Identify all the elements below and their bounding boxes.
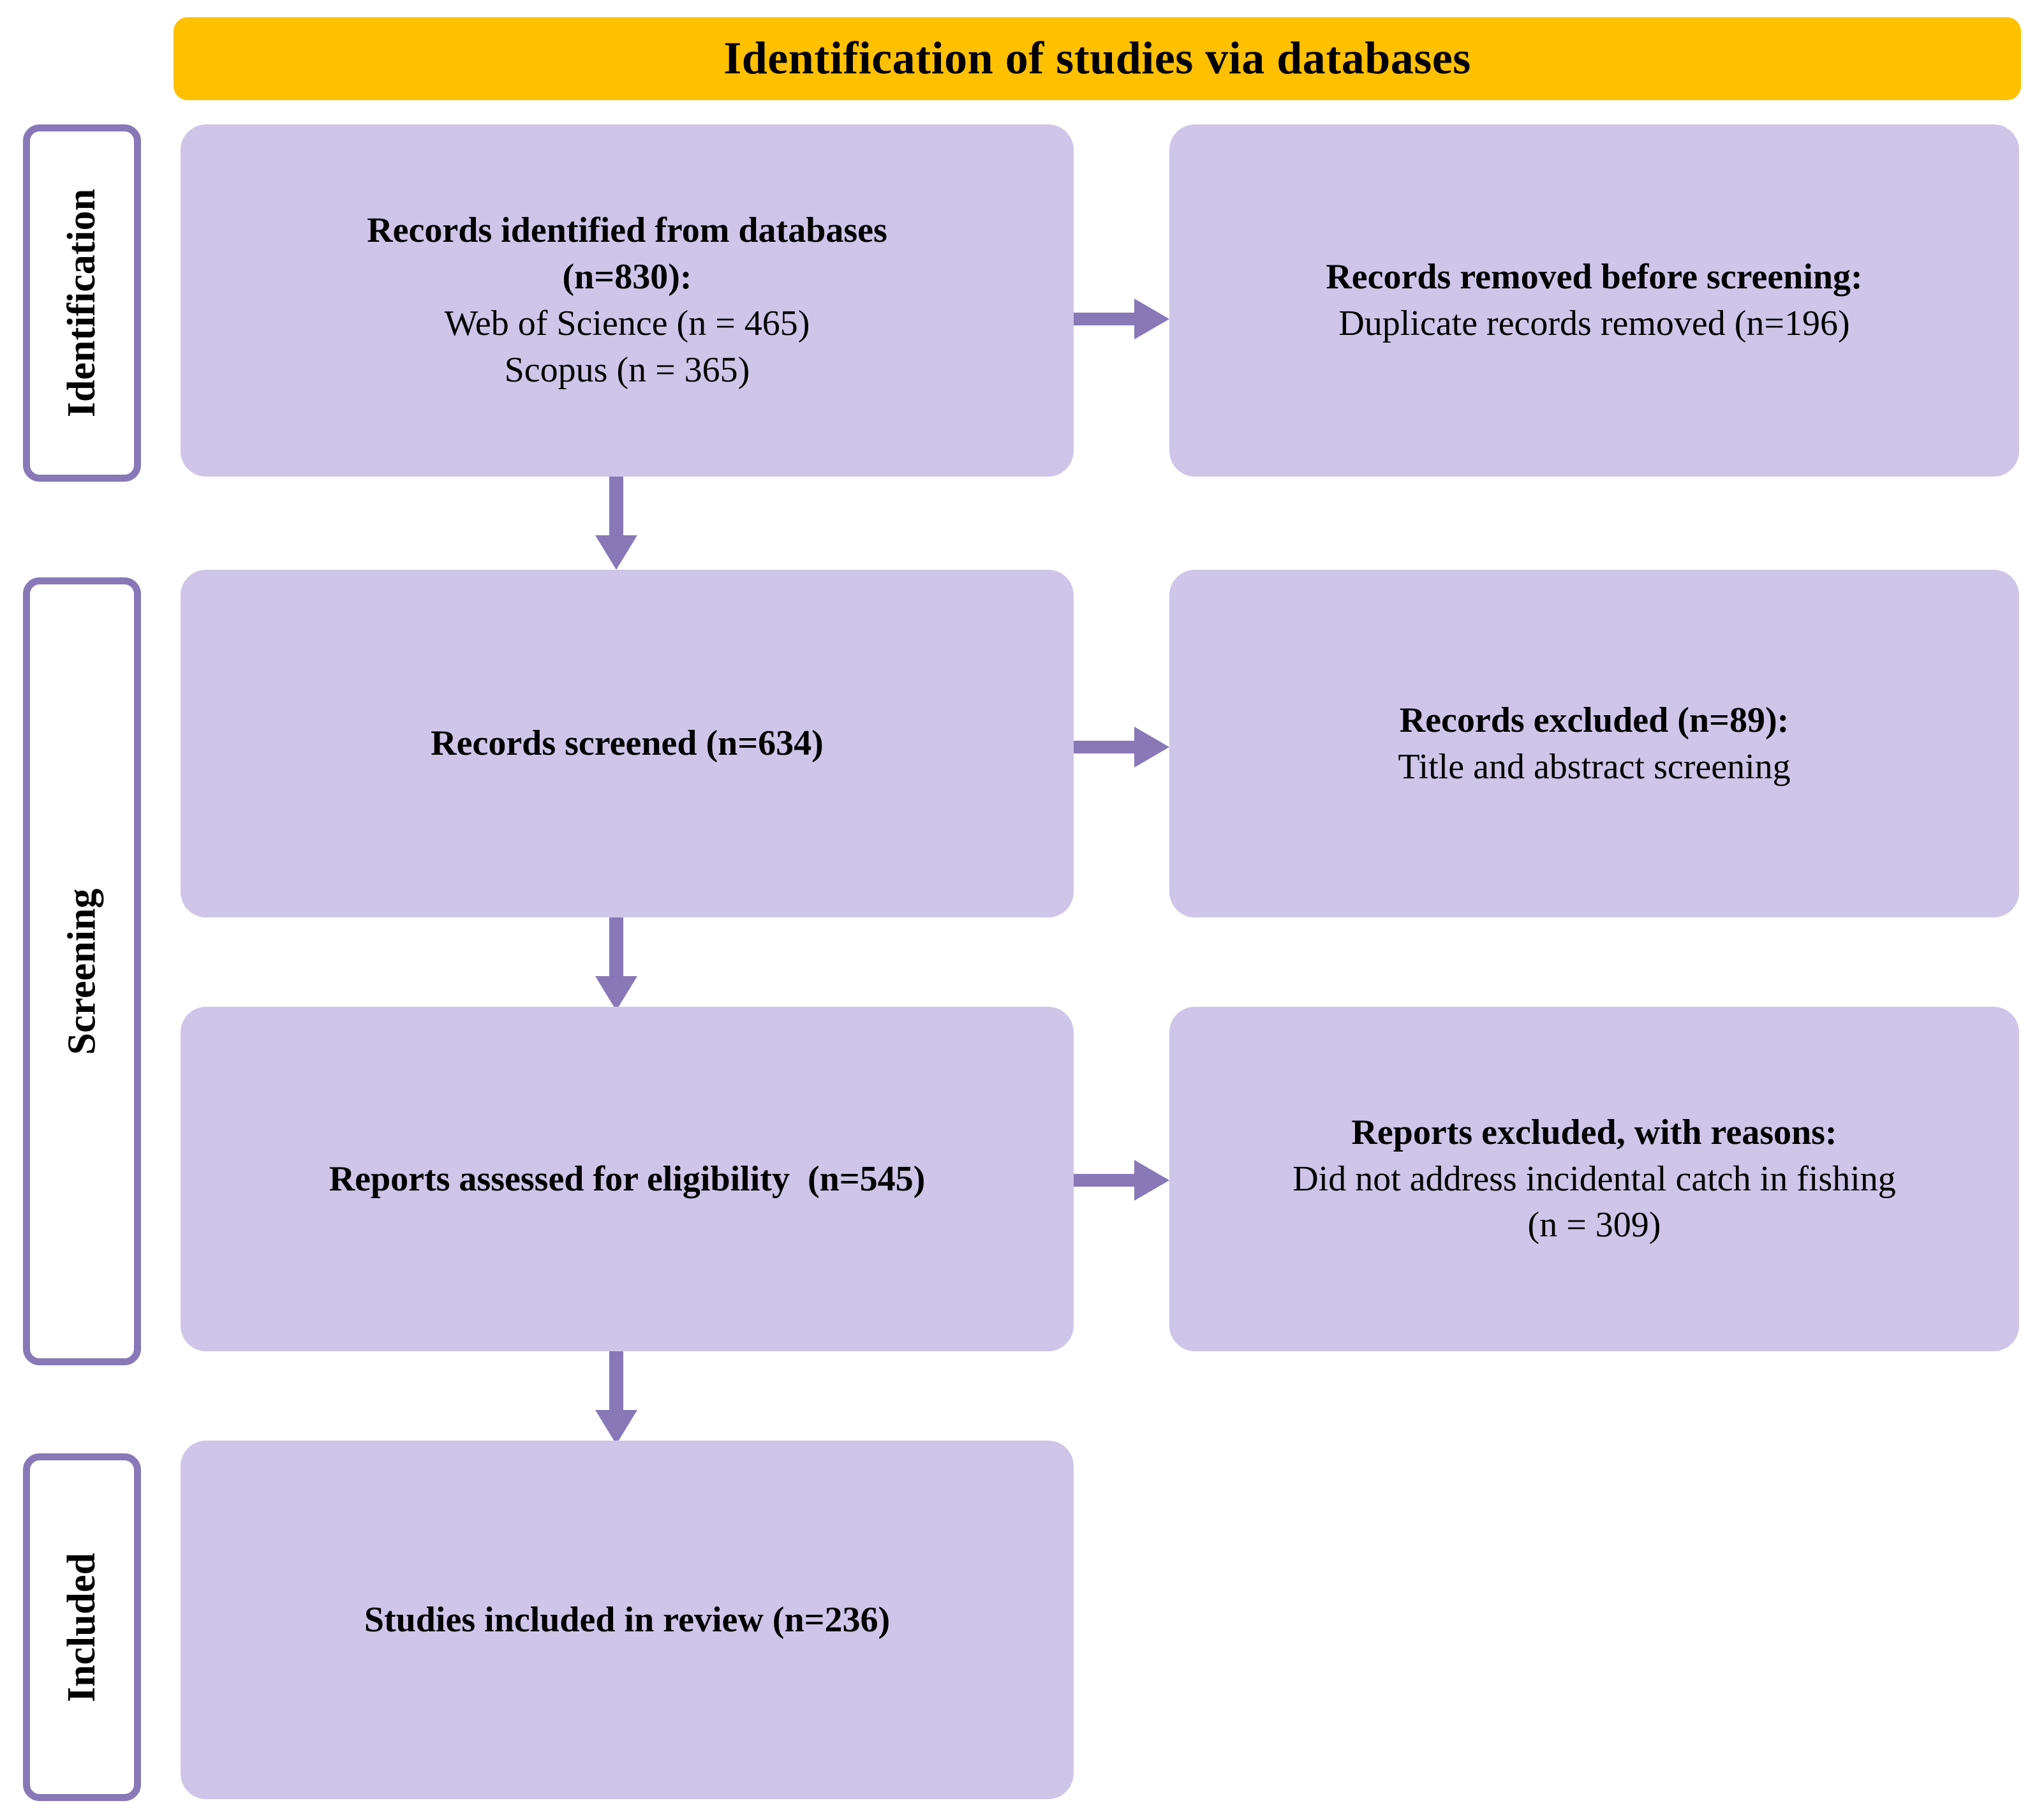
box-reports-assessed: Reports assessed for eligibility (n=545) (181, 1007, 1074, 1351)
box-line: Records screened (n=634) (431, 723, 824, 764)
stage-label-included: Included (23, 1453, 141, 1801)
box-line: Records excluded (n=89): (1399, 700, 1789, 740)
box-line: Records removed before screening: (1326, 257, 1863, 297)
header-banner: Identification of studies via databases (174, 17, 2021, 100)
box-line: Web of Science (n = 465) (444, 304, 810, 343)
box-line: Duplicate records removed (n=196) (1338, 304, 1850, 343)
box-line: (n=830): (562, 257, 692, 297)
box-line: Records identified from databases (367, 211, 887, 251)
arrow-identified-to-removed (1074, 295, 1171, 343)
box-line: Studies included in review (n=236) (364, 1599, 891, 1640)
arrow-screened-to-excluded (1074, 723, 1171, 771)
arrow-eligibility-to-excluded-reasons (1074, 1156, 1171, 1205)
arrow-identified-to-screened (587, 477, 651, 571)
box-records-excluded: Records excluded (n=89): Title and abstr… (1169, 570, 2019, 917)
stage-label-identification: Identification (23, 124, 141, 482)
arrow-eligibility-to-included (587, 1351, 651, 1446)
box-reports-excluded-reasons: Reports excluded, with reasons: Did not … (1169, 1007, 2019, 1351)
diagram-title: Identification of studies via databases (723, 33, 1471, 84)
box-line: Scopus (n = 365) (504, 350, 750, 390)
stage-label-screening-text: Screening (60, 888, 104, 1055)
box-records-removed: Records removed before screening: Duplic… (1169, 124, 2019, 477)
box-studies-included: Studies included in review (n=236) (181, 1441, 1074, 1799)
box-line: Reports excluded, with reasons: (1351, 1112, 1837, 1152)
arrow-screened-to-eligibility (587, 917, 651, 1012)
box-records-screened: Records screened (n=634) (181, 570, 1074, 917)
box-line: Reports assessed for eligibility (n=545) (329, 1159, 926, 1199)
box-line: Did not address incidental catch in fish… (1292, 1159, 1896, 1199)
stage-label-screening: Screening (23, 577, 141, 1365)
box-line: Title and abstract screening (1398, 746, 1791, 787)
stage-label-included-text: Included (60, 1552, 104, 1702)
stage-label-identification-text: Identification (60, 188, 104, 418)
box-records-identified: Records identified from databases (n=830… (181, 124, 1074, 477)
box-line: (n = 309) (1527, 1205, 1661, 1245)
